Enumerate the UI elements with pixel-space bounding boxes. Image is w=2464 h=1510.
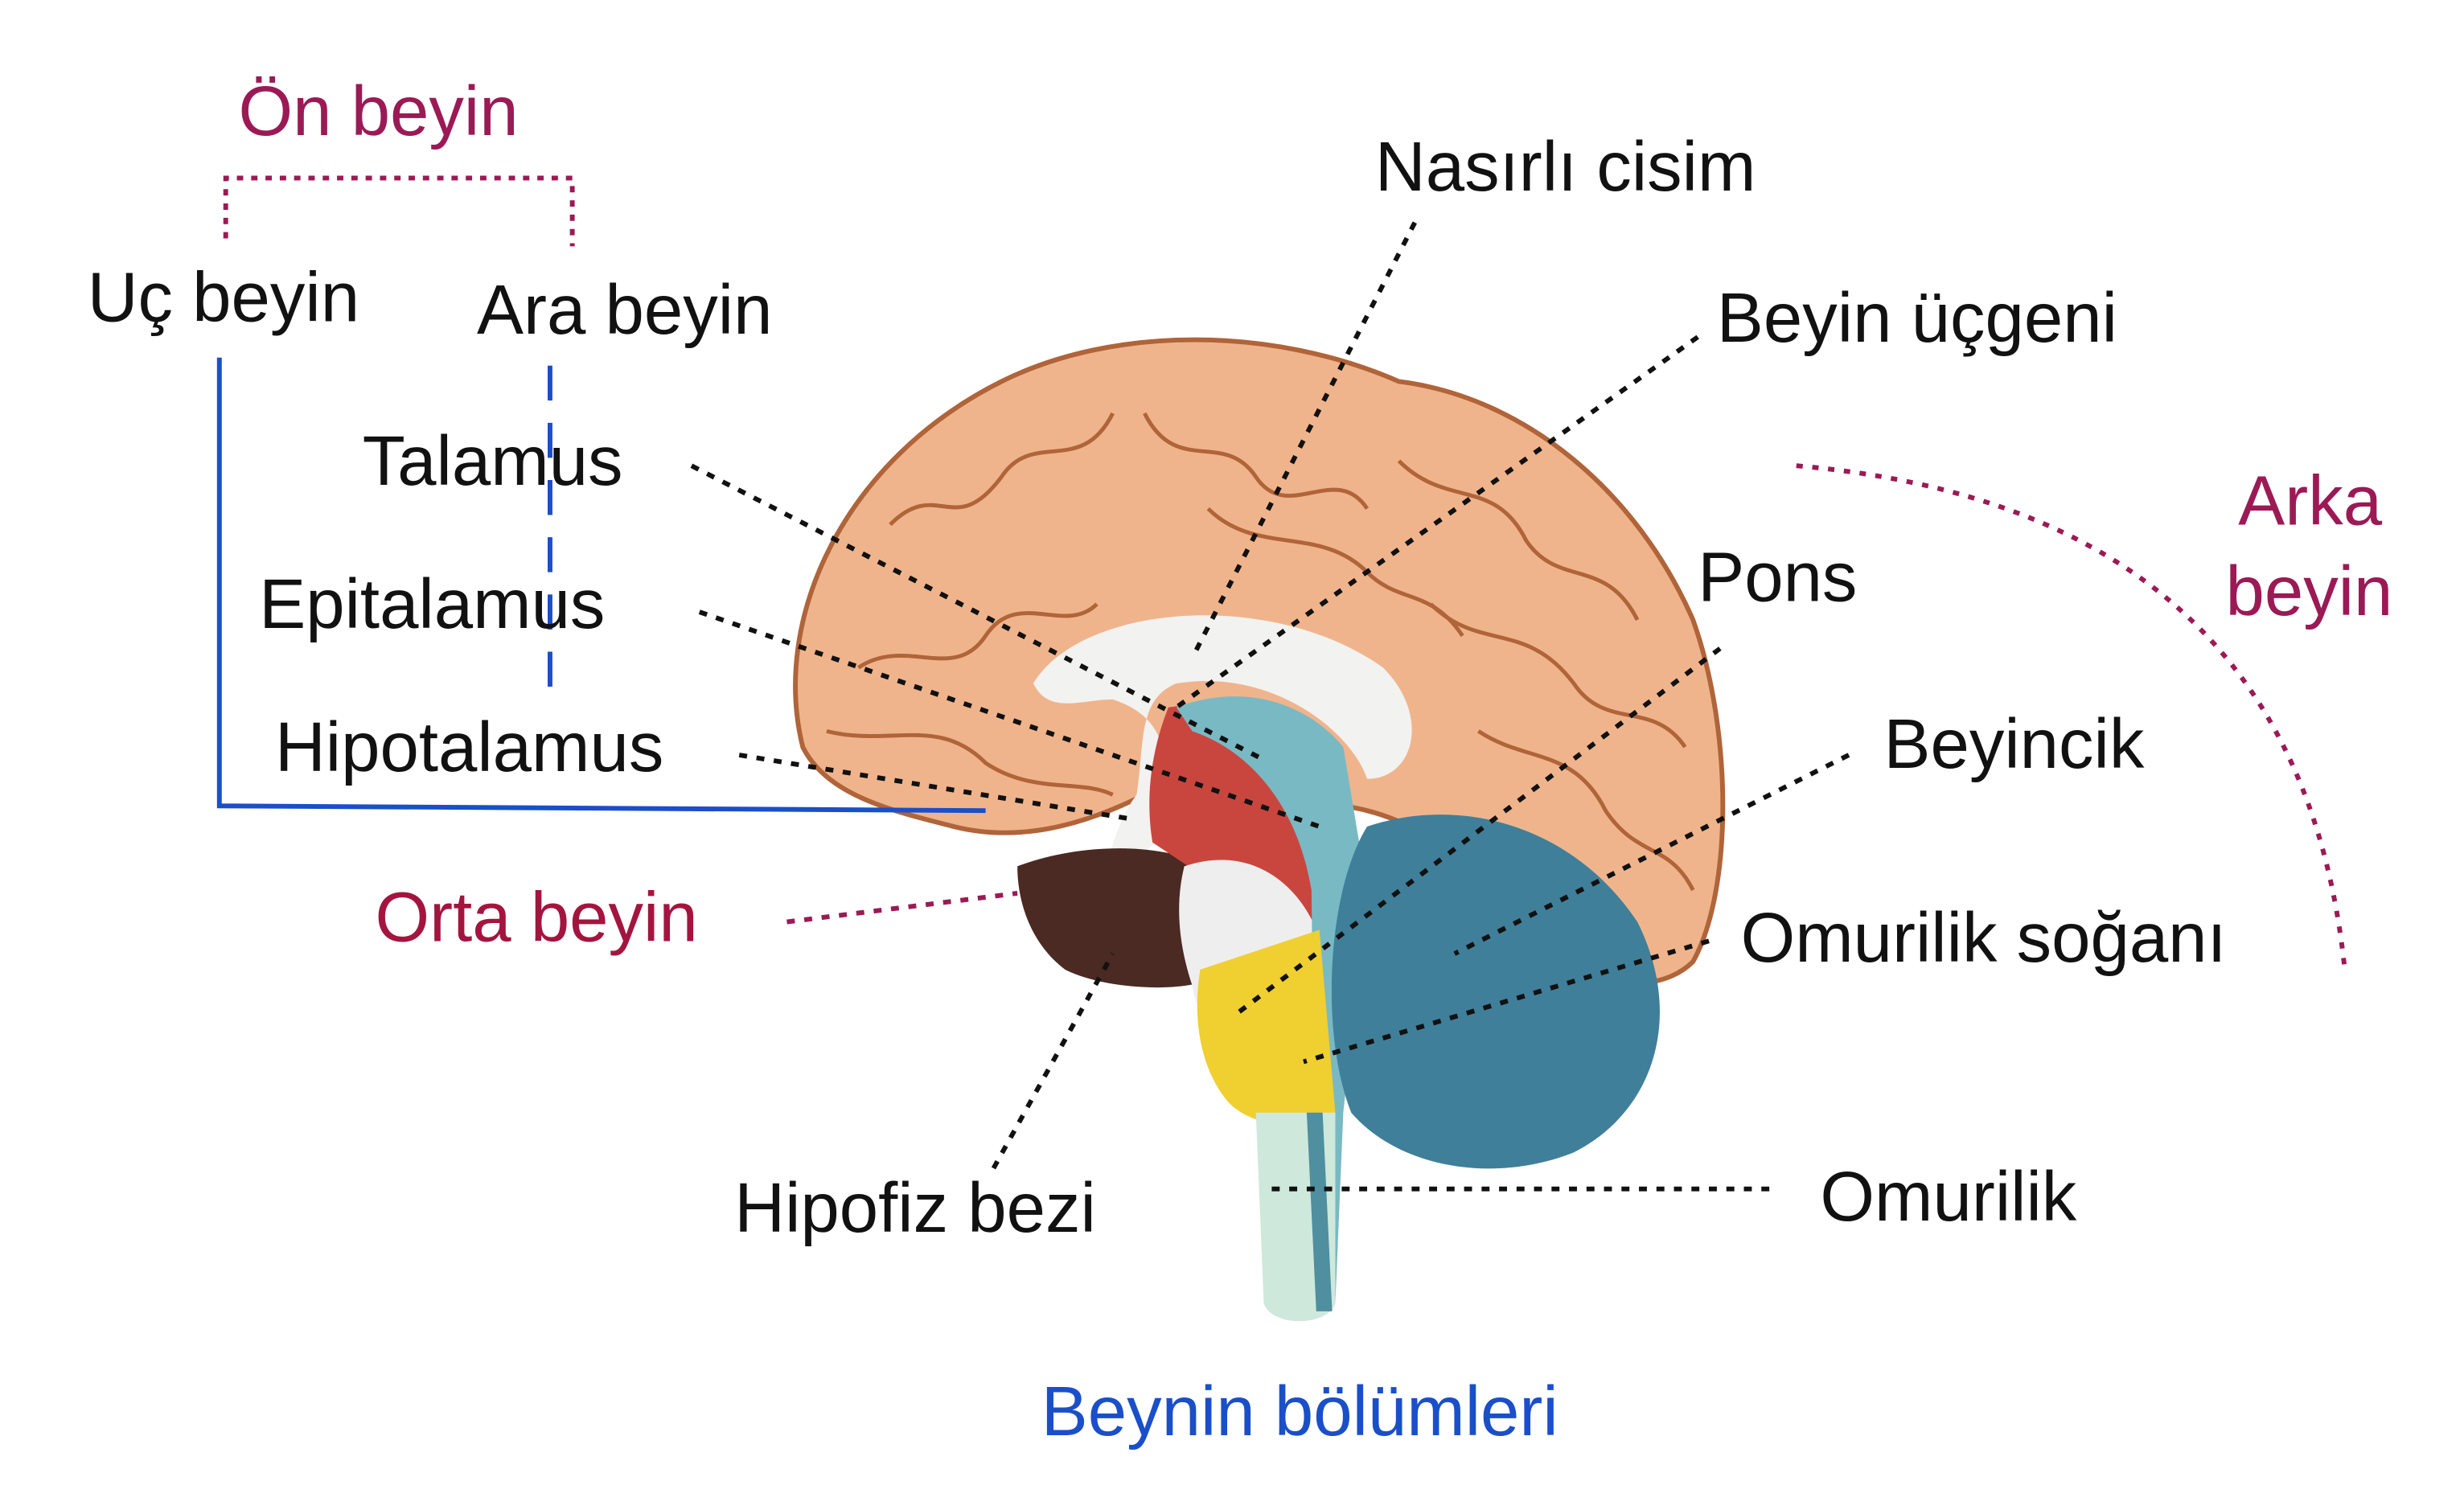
- label-nasirli-cisim: Nasırlı cisim: [1375, 128, 1756, 206]
- brain-illustration: [793, 337, 1726, 1322]
- spinal-canal: [1306, 1112, 1333, 1311]
- label-beyin-ucgeni: Beyin üçgeni: [1717, 279, 2117, 357]
- label-omurilik: Omurilik: [1820, 1158, 2076, 1236]
- label-hipotalamus: Hipotalamus: [275, 708, 663, 786]
- leader-lines: [690, 221, 1850, 1192]
- label-arka: Arka: [2238, 462, 2382, 540]
- forebrain-bracket: [223, 175, 575, 247]
- label-arka-beyin: beyin: [2225, 552, 2392, 630]
- label-orta-beyin: Orta beyin: [376, 878, 698, 956]
- diagram-title: Beynin bölümleri: [1041, 1373, 1558, 1451]
- label-ara-beyin: Ara beyin: [477, 271, 772, 349]
- label-pons: Pons: [1698, 538, 1857, 616]
- label-beyincik: Beyincik: [1883, 705, 2144, 783]
- label-talamus: Talamus: [363, 422, 623, 500]
- label-uc-beyin: Uç beyin: [88, 258, 359, 336]
- telencephalon-line: [216, 357, 986, 814]
- label-omurilik-sogani: Omurilik soğanı: [1741, 899, 2227, 977]
- pons: [1197, 929, 1336, 1125]
- corpus-callosum: [1033, 615, 1412, 891]
- midbrain: [1017, 848, 1225, 988]
- cerebellum: [1331, 814, 1660, 1169]
- gyri: [826, 412, 1695, 892]
- label-hipofiz-bezi: Hipofiz bezi: [734, 1169, 1096, 1247]
- label-epitalamus: Epitalamus: [259, 565, 605, 643]
- label-on-beyin: Ön beyin: [239, 72, 519, 150]
